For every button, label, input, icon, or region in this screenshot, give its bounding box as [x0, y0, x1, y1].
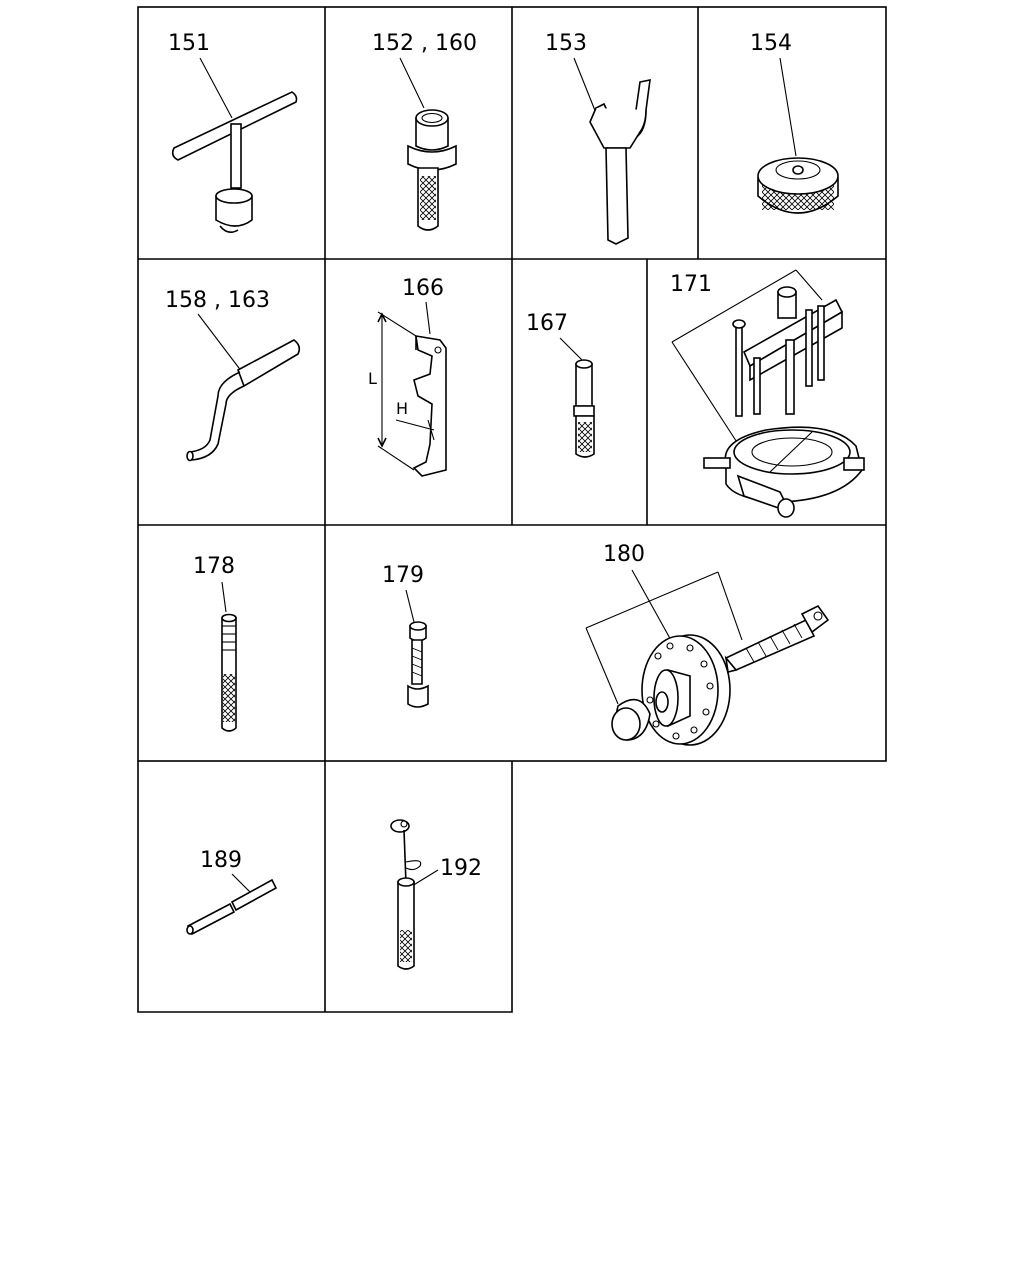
sliding-hammer-icon [390, 819, 439, 970]
dimension-label-L: L [368, 369, 377, 388]
cell-152-160: 152 , 160 [372, 31, 477, 231]
part-label-154: 154 [750, 31, 792, 56]
bearing-puller-set-icon [671, 269, 865, 518]
part-label-166: 166 [402, 276, 444, 301]
part-label-192: 192 [440, 856, 482, 881]
dimension-label-H: H [396, 399, 408, 418]
cell-158-163: 158 , 163 [165, 288, 301, 462]
cell-180: 180 [585, 542, 830, 746]
part-label-189: 189 [200, 848, 242, 873]
part-label-180: 180 [603, 542, 645, 567]
socket-adapter-icon [399, 57, 457, 231]
part-label-178: 178 [193, 554, 235, 579]
part-label-158-163: 158 , 163 [165, 288, 270, 313]
t-handle-wrench-icon [171, 57, 298, 234]
cell-151: 151 [168, 31, 298, 234]
part-label-179: 179 [382, 563, 424, 588]
cell-171: 171 [670, 269, 865, 518]
cell-192: 192 [390, 819, 482, 970]
cell-167: 167 [526, 311, 595, 458]
guide-pin-icon [221, 581, 237, 732]
knurled-nut-icon [757, 57, 839, 214]
flange-installer-set-icon [585, 569, 830, 746]
grid-lines [137, 6, 887, 1013]
drift-punch-icon [559, 337, 595, 458]
part-label-167: 167 [526, 311, 568, 336]
bent-rod-tool-icon [186, 313, 301, 462]
part-label-171: 171 [670, 272, 712, 297]
cell-154: 154 [750, 31, 839, 214]
open-end-spanner-icon [573, 57, 651, 245]
part-label-152-160: 152 , 160 [372, 31, 477, 56]
cell-166: 166 L H [368, 276, 447, 477]
pin-pair-icon [186, 873, 278, 936]
cell-189: 189 [186, 848, 278, 936]
cell-153: 153 [545, 31, 651, 245]
threaded-stud-icon [405, 589, 429, 708]
part-label-151: 151 [168, 31, 210, 56]
part-label-153: 153 [545, 31, 587, 56]
cell-178: 178 [193, 554, 237, 732]
cell-179: 179 [382, 563, 429, 708]
feeler-gauge-plate-icon: L H [368, 301, 447, 477]
